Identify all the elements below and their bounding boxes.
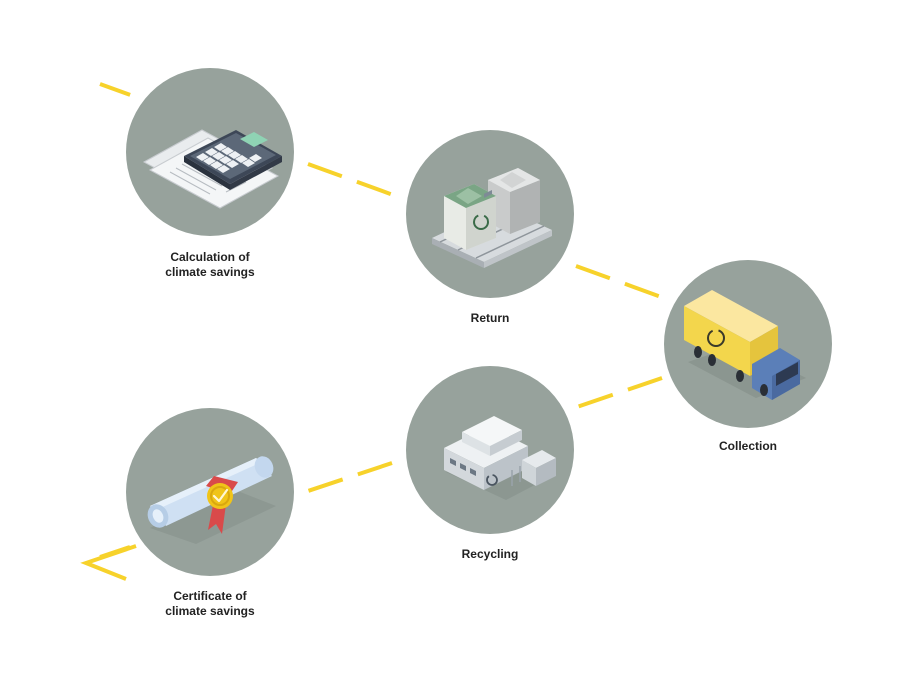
label-line: climate savings bbox=[165, 265, 255, 279]
step-collection bbox=[664, 260, 832, 428]
truck-icon bbox=[684, 290, 806, 400]
step-return bbox=[406, 130, 574, 298]
factory-icon bbox=[444, 190, 556, 500]
path-segment-start bbox=[99, 82, 137, 99]
step-recycling bbox=[406, 190, 574, 534]
pallet-bags-icon bbox=[432, 168, 552, 268]
step-certificate bbox=[126, 408, 294, 576]
label-recycling: Recycling bbox=[430, 547, 550, 562]
label-line: climate savings bbox=[165, 604, 255, 618]
label-line: Return bbox=[470, 311, 510, 325]
step-calculation bbox=[126, 68, 294, 236]
label-collection: Collection bbox=[688, 439, 808, 454]
label-line: Collection bbox=[718, 439, 777, 453]
path-segment-calc-return bbox=[307, 162, 397, 198]
path-segment-return-collection bbox=[575, 264, 665, 300]
path-segment-collection-recycling bbox=[573, 376, 663, 410]
label-calculation: Calculation of climate savings bbox=[140, 250, 280, 280]
certificate-scroll-icon bbox=[147, 456, 276, 544]
label-certificate: Certificate of climate savings bbox=[140, 589, 280, 619]
label-line: Certificate of bbox=[173, 589, 247, 603]
label-line: Calculation of bbox=[170, 250, 250, 264]
calculator-icon bbox=[142, 129, 282, 209]
label-return: Return bbox=[430, 311, 550, 326]
arrow-head-icon bbox=[80, 544, 137, 581]
label-line: Recycling bbox=[461, 547, 519, 561]
path-segment-recycling-certificate bbox=[301, 461, 393, 495]
